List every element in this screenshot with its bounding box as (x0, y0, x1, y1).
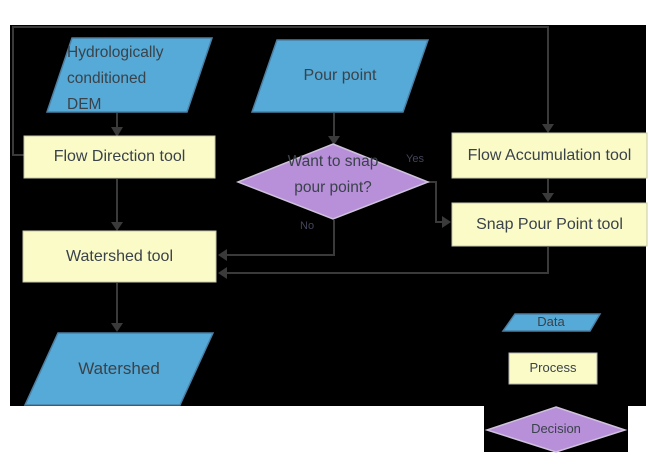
flow-accumulation-label: Flow Accumulation tool (467, 146, 632, 164)
arrowhead-down-icon (542, 124, 554, 133)
arrowhead-down-icon (111, 127, 123, 137)
legend-process-label: Process (529, 360, 577, 376)
dem-label-line2: conditioned (67, 70, 147, 87)
edge-snap-to-watershedtool (226, 247, 549, 274)
decision-label-line2: pour point? (294, 179, 372, 196)
edge-decision-no-to-watershedtool (226, 220, 335, 256)
node-dem-parallelogram (45, 37, 214, 113)
edge-yes-label: Yes (406, 153, 424, 165)
node-watershed-parallelogram (23, 332, 215, 406)
node-watershed-tool-rect (22, 230, 217, 283)
decision-label: Want to snap pour point? (258, 149, 408, 201)
flow-direction-label: Flow Direction tool (53, 148, 186, 166)
watershed-label: Watershed (78, 358, 160, 378)
snap-pour-point-label: Snap Pour Point tool (476, 215, 623, 233)
dem-label-line1: Hydrologically (67, 44, 164, 61)
arrowhead-right-icon (442, 216, 451, 228)
arrowhead-down-icon (111, 222, 123, 231)
dem-label-line3: DEM (67, 96, 102, 113)
arrowhead-left-icon (218, 267, 227, 279)
legend-process-rect (508, 352, 598, 385)
legend-data-label: Data (537, 314, 565, 330)
node-flow-direction-rect (23, 135, 216, 179)
decision-label-line1: Want to snap (287, 153, 379, 170)
connector-lines (12, 26, 549, 325)
arrowhead-down-icon (111, 323, 123, 332)
node-flow-accumulation-rect (451, 132, 648, 179)
edge-decision-yes-to-snap (428, 181, 443, 223)
edge-no-label: No (300, 220, 315, 232)
watershed-tool-label: Watershed tool (65, 247, 173, 265)
node-decision-diamond (235, 143, 431, 220)
legend-decision-label: Decision (531, 421, 581, 437)
edge-flowdirection-to-flowaccumulation (12, 26, 549, 156)
arrowhead-left-icon (218, 249, 227, 261)
pour-point-label: Pour point (303, 67, 377, 85)
legend-data-parallelogram (501, 313, 602, 332)
arrowhead-down-icon (328, 136, 340, 145)
node-pour-point-parallelogram (250, 39, 430, 113)
node-snap-pour-point-rect (451, 202, 648, 247)
legend-decision-diamond (484, 406, 628, 453)
dem-label: Hydrologically conditioned DEM (67, 40, 207, 118)
connector-arrowheads (111, 124, 554, 332)
arrowhead-down-icon (542, 193, 554, 202)
